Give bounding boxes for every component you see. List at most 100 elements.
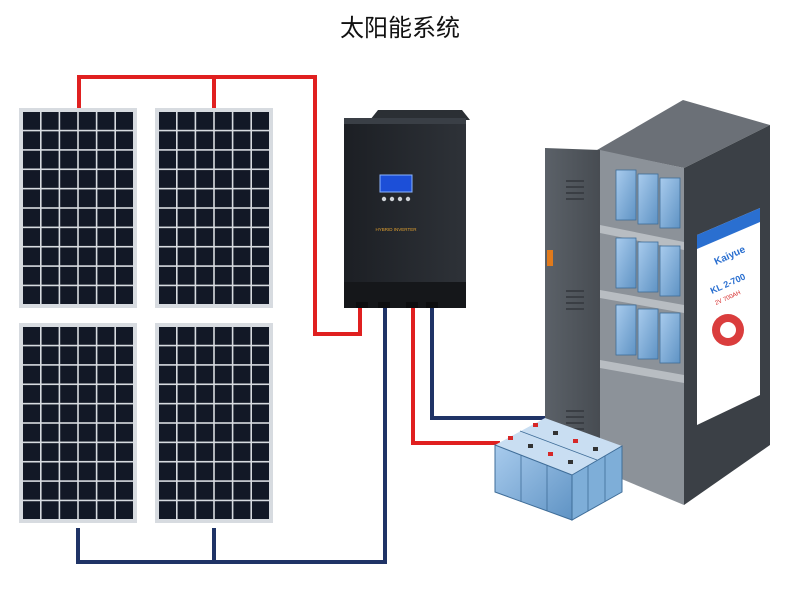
solar-cell: [214, 423, 232, 442]
solar-cell: [177, 286, 195, 304]
solar-cell: [97, 208, 115, 227]
solar-cell: [196, 462, 214, 481]
solar-cell: [177, 346, 195, 365]
solar-cell: [78, 501, 96, 519]
solar-cell: [233, 170, 251, 188]
solar-cell: [196, 131, 214, 150]
solar-cell: [159, 443, 176, 461]
solar-cell: [252, 501, 269, 519]
solar-cell: [41, 286, 59, 304]
solar-cell: [23, 228, 40, 246]
solar-cell: [116, 170, 133, 188]
solar-cell: [159, 286, 176, 304]
solar-cell: [60, 208, 78, 227]
solar-cell: [159, 170, 176, 188]
solar-cell: [196, 266, 214, 285]
solar-cell: [252, 481, 269, 500]
solar-cell: [23, 170, 40, 188]
solar-panel-2: [155, 108, 273, 308]
solar-cell: [97, 112, 115, 130]
solar-cell: [78, 150, 96, 169]
solar-cell: [233, 501, 251, 519]
solar-cell: [177, 170, 195, 188]
solar-panel-1: [19, 108, 137, 308]
hybrid-inverter: HYBRID INVERTER: [344, 110, 470, 308]
solar-cell: [41, 189, 59, 208]
solar-cell: [60, 443, 78, 461]
solar-cell: [41, 443, 59, 461]
solar-cell: [60, 462, 78, 481]
solar-cell: [97, 228, 115, 246]
solar-cell: [97, 286, 115, 304]
solar-cell: [252, 385, 269, 403]
solar-cell: [196, 423, 214, 442]
solar-cell: [214, 112, 232, 130]
solar-cell: [233, 346, 251, 365]
solar-cell: [23, 404, 40, 423]
solar-cell: [159, 266, 176, 285]
solar-cell: [177, 131, 195, 150]
solar-cell: [252, 404, 269, 423]
solar-cell: [78, 112, 96, 130]
solar-cell: [252, 208, 269, 227]
door-handle: [547, 250, 553, 266]
solar-cell: [214, 404, 232, 423]
solar-cell: [60, 385, 78, 403]
solar-cell: [116, 131, 133, 150]
solar-cell: [23, 462, 40, 481]
solar-cell: [116, 443, 133, 461]
solar-cell: [196, 404, 214, 423]
solar-cell: [97, 443, 115, 461]
positive-wire: [77, 75, 500, 445]
solar-cell: [196, 501, 214, 519]
solar-cell: [177, 481, 195, 500]
solar-cell: [41, 365, 59, 384]
solar-cell: [60, 266, 78, 285]
solar-cell: [233, 131, 251, 150]
solar-cell: [78, 385, 96, 403]
solar-cell: [23, 150, 40, 169]
solar-cell: [97, 247, 115, 266]
solar-cell: [116, 150, 133, 169]
solar-cell: [23, 286, 40, 304]
solar-cell: [78, 404, 96, 423]
solar-cell: [41, 112, 59, 130]
solar-cell: [60, 404, 78, 423]
battery-cabinet: Kaiyue KL 2-700 2V 700AH: [545, 100, 770, 505]
solar-cell: [78, 247, 96, 266]
solar-cell: [252, 189, 269, 208]
solar-cell: [23, 346, 40, 365]
solar-cell: [97, 150, 115, 169]
solar-cell: [97, 462, 115, 481]
solar-cell: [252, 286, 269, 304]
solar-cell: [159, 346, 176, 365]
solar-cell: [252, 131, 269, 150]
solar-cell: [214, 385, 232, 403]
solar-cell: [60, 131, 78, 150]
solar-cell: [196, 189, 214, 208]
battery-bank: [494, 418, 623, 521]
solar-panel-3: [19, 323, 137, 523]
solar-cell: [41, 208, 59, 227]
solar-cell: [177, 385, 195, 403]
solar-cell: [214, 481, 232, 500]
solar-cell: [159, 189, 176, 208]
negative-wire: [76, 305, 545, 564]
solar-cell: [97, 170, 115, 188]
solar-panel-4: [155, 323, 273, 523]
solar-cell: [41, 423, 59, 442]
solar-cell: [252, 228, 269, 246]
solar-cell: [177, 247, 195, 266]
solar-cell: [23, 247, 40, 266]
solar-cell: [233, 266, 251, 285]
solar-cell: [159, 462, 176, 481]
solar-cell: [196, 286, 214, 304]
solar-cell: [116, 462, 133, 481]
solar-cell: [78, 228, 96, 246]
solar-cell: [41, 131, 59, 150]
solar-cell: [233, 365, 251, 384]
solar-cell: [116, 327, 133, 345]
solar-cell: [233, 443, 251, 461]
solar-cell: [252, 112, 269, 130]
solar-cell: [78, 189, 96, 208]
